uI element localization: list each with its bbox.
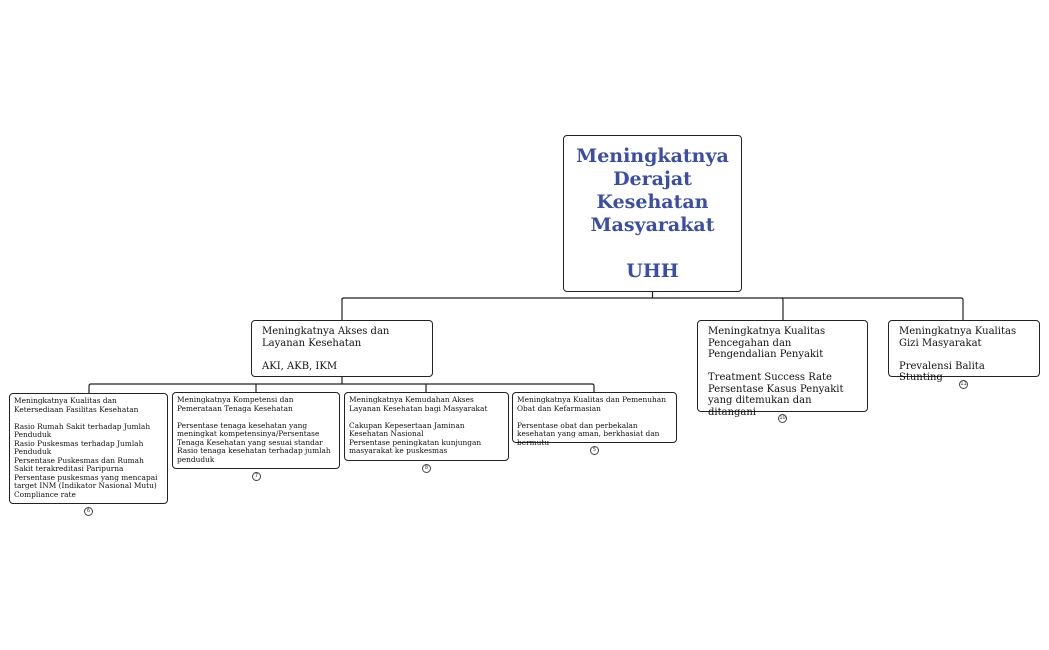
root-org-label: UHH bbox=[626, 259, 679, 282]
node-gizi-masyarakat[interactable]: Meningkatnya Kualitas Gizi Masyarakat Pr… bbox=[888, 320, 1040, 383]
node-count-badge[interactable]: 8 bbox=[422, 464, 431, 473]
node-count-badge[interactable]: 6 bbox=[84, 507, 93, 516]
node-count-badge[interactable]: 10 bbox=[778, 414, 787, 423]
node-obat-kefarmasian[interactable]: Meningkatnya Kualitas dan Pemenuhan Obat… bbox=[512, 392, 677, 446]
node-indicator: Rasio Rumah Sakit terhadap Jumlah Pendud… bbox=[14, 421, 151, 439]
node-fasilitas-kesehatan[interactable]: Meningkatnya Kualitas dan Ketersediaan F… bbox=[9, 393, 168, 504]
node-title: Meningkatnya Kualitas dan Pemenuhan Obat… bbox=[517, 395, 666, 413]
connector-akses-bus bbox=[88, 377, 595, 393]
node-title: Meningkatnya Akses dan Layanan Kesehatan bbox=[262, 326, 390, 349]
node-indicator: Persentase tenaga kesehatan yang meningk… bbox=[177, 420, 323, 447]
node-indicator: Rasio tenaga kesehatan terhadap jumlah p… bbox=[177, 446, 331, 464]
connector-root-bus bbox=[341, 292, 964, 320]
node-akses-layanan[interactable]: Meningkatnya Akses dan Layanan Kesehatan… bbox=[251, 320, 433, 377]
node-title: Meningkatnya Kualitas Gizi Masyarakat bbox=[899, 326, 1017, 349]
node-count-badge[interactable]: 11 bbox=[959, 380, 968, 389]
node-tenaga-kesehatan[interactable]: Meningkatnya Kompetensi dan Pemerataan T… bbox=[172, 392, 340, 469]
root-node[interactable]: Meningkatnya Derajat Kesehatan Masyaraka… bbox=[563, 135, 742, 292]
node-indicator: Persentase Kasus Penyakit yang ditemukan… bbox=[708, 383, 844, 418]
node-indicator: AKI, AKB, IKM bbox=[262, 360, 338, 372]
node-indicator: Compliance rate bbox=[14, 489, 76, 499]
node-title: Meningkatnya Kualitas Pencegahan dan Pen… bbox=[708, 326, 826, 360]
node-indicator: Persentase puskesmas yang mencapai targe… bbox=[14, 472, 158, 490]
node-count-badge[interactable]: 7 bbox=[252, 472, 261, 481]
node-indicator: Rasio Puskesmas terhadap Jumlah Penduduk bbox=[14, 438, 144, 456]
node-count-badge[interactable]: 5 bbox=[590, 446, 599, 455]
node-indicator: Persentase peningkatan kunjungan masyara… bbox=[349, 437, 482, 455]
node-indicator: Treatment Success Rate bbox=[708, 372, 832, 383]
node-pencegahan-penyakit[interactable]: Meningkatnya Kualitas Pencegahan dan Pen… bbox=[697, 320, 868, 418]
node-title: Meningkatnya Kemudahan Akses Layanan Kes… bbox=[349, 395, 488, 413]
root-title: Meningkatnya Derajat Kesehatan Masyaraka… bbox=[576, 144, 729, 236]
node-indicator: Cakupan Kepesertaan Jaminan Kesehatan Na… bbox=[349, 420, 465, 438]
node-title: Meningkatnya Kualitas dan Ketersediaan F… bbox=[14, 396, 139, 414]
node-indicator: Prevalensi Balita Stunting bbox=[899, 360, 985, 384]
node-akses-jaminan[interactable]: Meningkatnya Kemudahan Akses Layanan Kes… bbox=[344, 392, 509, 461]
node-indicator: Persentase Puskesmas dan Rumah Sakit ter… bbox=[14, 455, 144, 473]
node-indicator: Persentase obat dan perbekalan kesehatan… bbox=[517, 420, 660, 447]
node-title: Meningkatnya Kompetensi dan Pemerataan T… bbox=[177, 395, 294, 413]
